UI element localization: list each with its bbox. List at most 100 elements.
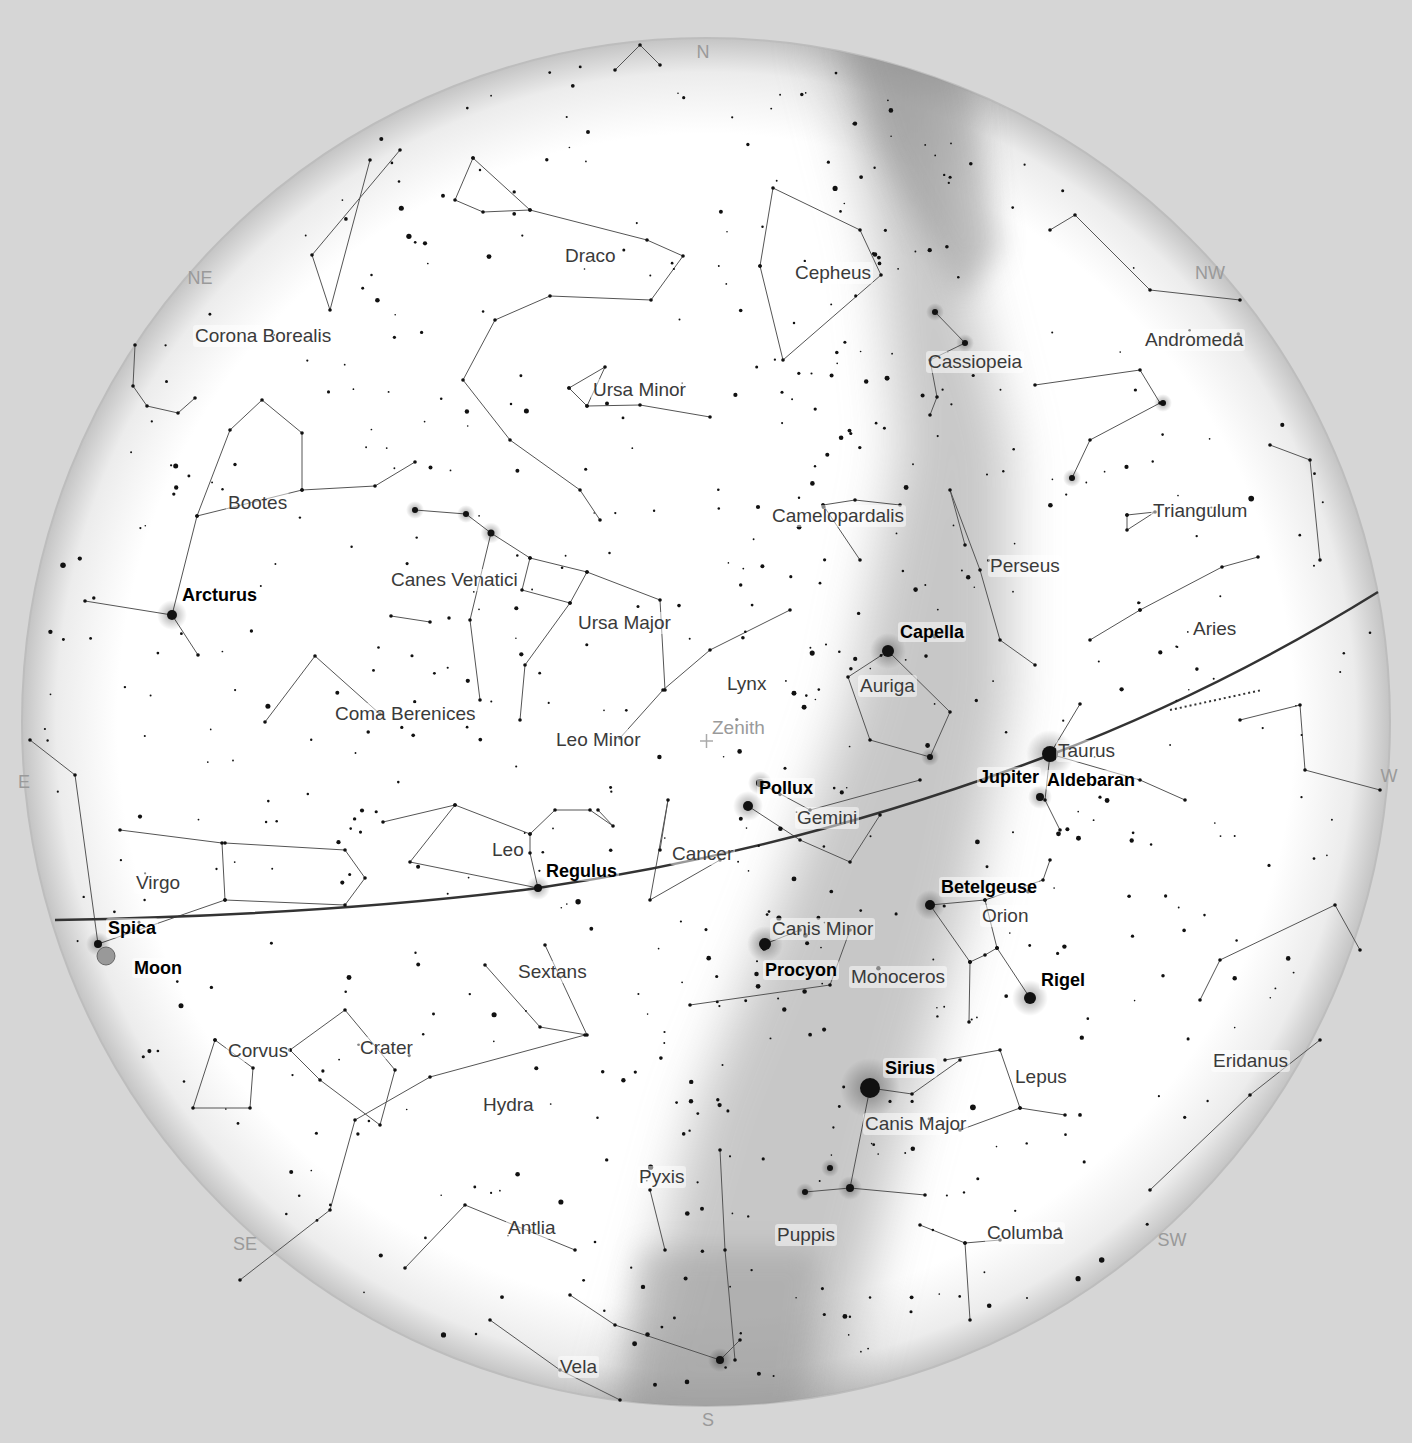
compass-direction: E <box>16 772 32 793</box>
star <box>937 435 939 437</box>
star <box>77 940 79 942</box>
star <box>1078 702 1082 706</box>
star <box>478 515 480 517</box>
star <box>379 137 383 141</box>
star-name: Sirius <box>883 1058 937 1079</box>
star <box>490 1192 492 1194</box>
star <box>579 65 582 68</box>
star <box>550 1103 552 1105</box>
star <box>515 469 519 473</box>
star <box>810 651 815 656</box>
star <box>594 1241 597 1244</box>
star <box>248 1106 252 1110</box>
star <box>1132 831 1135 834</box>
star <box>289 1170 293 1174</box>
star <box>1088 638 1092 642</box>
star <box>757 1372 761 1376</box>
star <box>1130 838 1134 842</box>
star <box>822 1028 826 1032</box>
star <box>902 570 905 573</box>
bright-star <box>463 511 469 517</box>
bright-star <box>743 801 753 811</box>
star <box>658 848 662 852</box>
star <box>747 1215 749 1217</box>
star <box>588 808 592 812</box>
star <box>726 1109 729 1112</box>
star <box>578 488 582 492</box>
star <box>798 496 800 498</box>
star <box>802 989 807 994</box>
star <box>1183 1116 1186 1119</box>
star-glow <box>926 303 944 321</box>
star <box>820 947 822 949</box>
constellation-name: Gemini <box>795 807 859 829</box>
star <box>774 359 776 361</box>
star <box>706 956 711 961</box>
star <box>751 604 754 607</box>
star <box>798 838 802 842</box>
star <box>910 1100 913 1103</box>
constellation-line <box>969 962 970 1022</box>
star <box>1073 213 1077 217</box>
star <box>48 630 52 634</box>
star <box>1056 952 1059 955</box>
star <box>859 175 863 179</box>
star <box>381 820 385 824</box>
star <box>895 912 898 915</box>
star <box>1158 650 1162 654</box>
star <box>708 648 712 652</box>
star <box>1088 438 1092 442</box>
star <box>336 840 340 844</box>
constellation-line <box>1090 610 1140 640</box>
milky-way <box>610 20 1010 1430</box>
star <box>124 686 126 688</box>
star <box>1051 331 1053 333</box>
star <box>478 698 482 702</box>
star <box>1139 602 1141 604</box>
star-glow <box>921 748 939 766</box>
star <box>849 1316 851 1318</box>
star <box>528 832 532 836</box>
star <box>1318 1038 1322 1042</box>
star <box>165 380 168 383</box>
star <box>523 663 527 667</box>
star <box>232 760 234 762</box>
star <box>802 705 807 710</box>
star <box>584 268 586 270</box>
constellation-line <box>748 806 880 862</box>
star <box>682 1132 686 1136</box>
star <box>970 1104 976 1110</box>
star <box>568 601 572 605</box>
star <box>531 589 533 591</box>
star <box>738 1338 742 1342</box>
star <box>1099 1257 1104 1262</box>
star <box>1009 932 1011 934</box>
star <box>833 787 836 790</box>
star <box>1150 843 1152 845</box>
star <box>884 229 887 232</box>
star <box>408 860 412 864</box>
constellation-line <box>312 150 400 310</box>
star <box>397 781 400 784</box>
star <box>719 210 723 214</box>
star <box>353 817 356 820</box>
constellation-name: Triangulum <box>1151 500 1249 522</box>
star <box>653 1383 657 1387</box>
star <box>853 657 857 661</box>
constellation-name: Lepus <box>1013 1066 1069 1088</box>
star <box>849 667 853 671</box>
star <box>1220 835 1222 837</box>
star <box>28 738 32 742</box>
star <box>967 1020 971 1024</box>
star <box>305 235 307 237</box>
moon <box>97 947 115 965</box>
star <box>353 1118 357 1122</box>
constellation-name: Draco <box>563 245 618 267</box>
star <box>864 379 868 383</box>
star <box>746 827 748 829</box>
star <box>386 447 388 449</box>
star <box>778 826 783 831</box>
star <box>1187 631 1189 633</box>
star <box>936 1007 938 1009</box>
star-glow <box>838 1176 862 1200</box>
